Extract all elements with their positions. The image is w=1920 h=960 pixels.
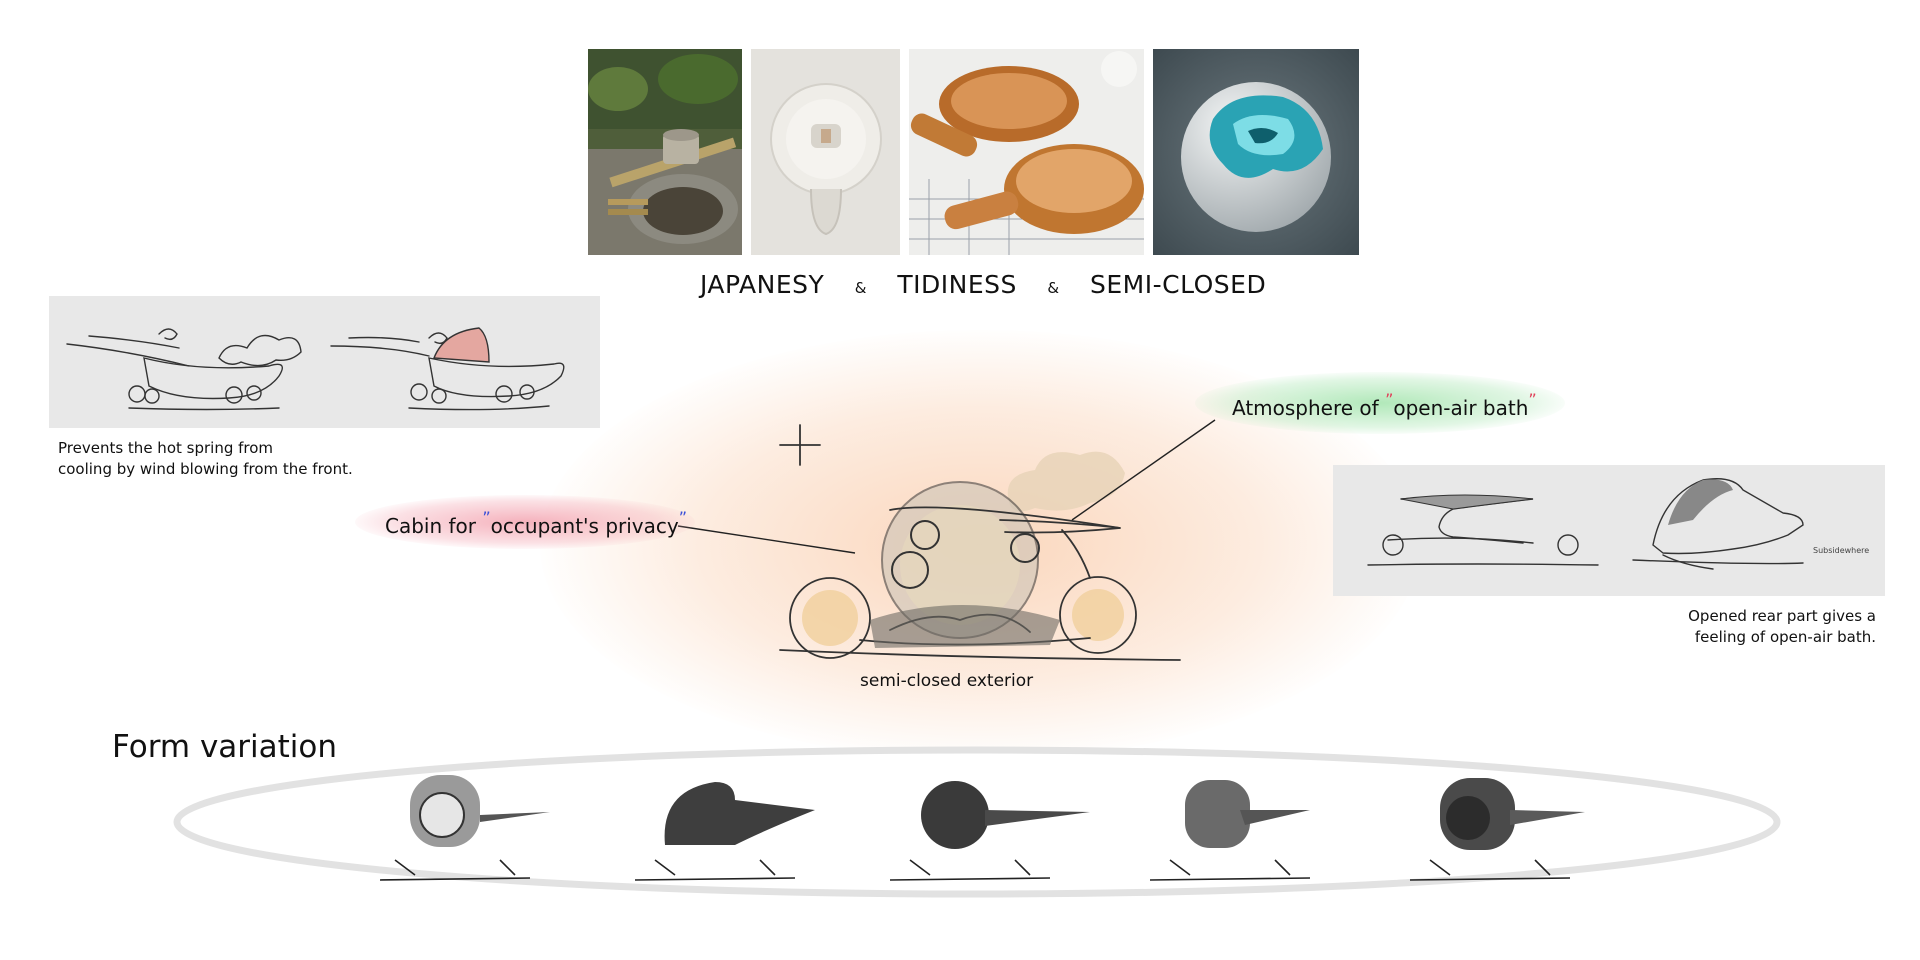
- keyword-japanesy: JAPANESY: [700, 270, 825, 299]
- main-vehicle-sketch: [779, 424, 1181, 661]
- quote-mark: ”: [678, 508, 688, 527]
- variation-sketch-1: [379, 775, 550, 881]
- keyword-line: JAPANESY & TIDINESS & SEMI-CLOSED: [700, 270, 1266, 299]
- mood-image-wooden-bowls: [909, 49, 1144, 255]
- mood-image-white-kettle: [751, 49, 900, 255]
- ampersand: &: [1047, 279, 1060, 297]
- callout-highlight: open-air bath: [1393, 396, 1529, 420]
- variation-sketch-4: [1149, 780, 1311, 881]
- mood-image-crystal-sphere: [1153, 49, 1359, 255]
- bamboo-ladle-icon: [588, 49, 742, 255]
- rear-sketch-panel: Subsidewhere: [1333, 465, 1885, 596]
- open-rear-sketch: Subsidewhere: [1367, 478, 1869, 570]
- callout-prefix: Cabin for: [385, 514, 483, 538]
- white-kettle-icon: [751, 49, 900, 255]
- cabin-privacy-callout: Cabin for ”occupant's privacy”: [385, 508, 687, 538]
- caption-line: cooling by wind blowing from the front.: [58, 460, 353, 478]
- keyword-semi-closed: SEMI-CLOSED: [1090, 270, 1267, 299]
- variation-sketch-5: [1409, 778, 1585, 881]
- crystal-sphere-icon: [1153, 49, 1359, 255]
- main-sketch-caption: semi-closed exterior: [860, 671, 1034, 691]
- quote-mark: ”: [1385, 390, 1394, 409]
- keyword-tidiness: TIDINESS: [897, 270, 1017, 299]
- wind-sketch-panel: [49, 296, 600, 428]
- ampersand: &: [854, 279, 867, 297]
- callout-highlight: occupant's privacy: [490, 514, 679, 538]
- rear-sketch-caption: Opened rear part gives a feeling of open…: [1600, 606, 1876, 648]
- mood-image-bamboo-ladle: [588, 49, 742, 255]
- quote-mark: ”: [1528, 390, 1537, 409]
- caption-line: feeling of open-air bath.: [1694, 628, 1876, 646]
- form-variation-strip: [173, 746, 1781, 898]
- callout-prefix: Atmosphere of: [1232, 396, 1386, 420]
- sketch-note: Subsidewhere: [1813, 546, 1869, 555]
- form-variation-title: Form variation: [112, 729, 338, 765]
- wind-sketch-caption: Prevents the hot spring from cooling by …: [58, 438, 353, 480]
- wooden-bowls-icon: [909, 49, 1144, 255]
- atmosphere-callout: Atmosphere of ”open-air bath”: [1232, 390, 1537, 420]
- bathtub-wind-sketch: [66, 327, 565, 411]
- variation-sketch-3: [889, 781, 1090, 881]
- caption-line: Opened rear part gives a: [1688, 607, 1876, 625]
- variation-sketch-2: [634, 782, 815, 881]
- caption-line: Prevents the hot spring from: [58, 439, 274, 457]
- quote-mark: ”: [482, 508, 491, 527]
